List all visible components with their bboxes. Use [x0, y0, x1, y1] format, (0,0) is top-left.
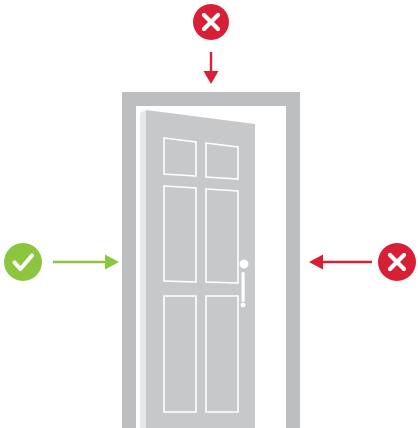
right-incorrect-marker [378, 243, 416, 281]
door-knob [240, 260, 249, 269]
door [140, 110, 255, 428]
door-edge [140, 110, 146, 428]
arrow-down-icon [204, 52, 219, 84]
top-incorrect-marker [193, 4, 229, 40]
frame-right-jamb [286, 92, 300, 428]
frame-head [122, 92, 300, 106]
arrow-right-icon [53, 255, 119, 270]
check-mark-icon [4, 243, 42, 281]
door-handle [242, 272, 245, 302]
arrow-left-icon [309, 255, 372, 270]
frame-left-jamb [122, 92, 136, 428]
left-correct-marker [4, 243, 42, 281]
door-handle-end [241, 303, 246, 308]
